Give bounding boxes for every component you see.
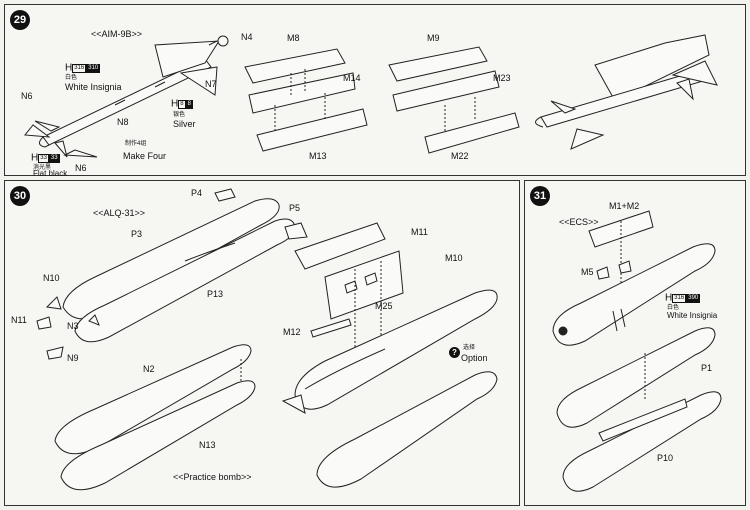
part-label: M25 [375, 301, 393, 311]
part-label: P13 [207, 289, 224, 299]
part-label: M8 [287, 33, 300, 43]
paint-code-alt: 33 [48, 154, 60, 164]
paint-name-zh: 消光黑 [33, 165, 52, 171]
part-label: P3 [131, 229, 143, 239]
part-label: N7 [205, 79, 217, 89]
paint-name: White Insignia [65, 82, 122, 92]
make-four-note: Make Four [123, 151, 167, 161]
part-label: N4 [241, 32, 253, 42]
paint-code-alt: 8 [185, 100, 193, 110]
step-number: 30 [10, 186, 30, 206]
part-label: P5 [289, 203, 301, 213]
paint-code: 8 [178, 100, 186, 110]
step-30-panel: 30 <<ALQ-31>> P4 P5 P3 P13 N10 N11 N3 N9… [4, 180, 520, 506]
paint-code: 316 [672, 294, 687, 304]
option-icon: ? [449, 347, 460, 358]
paint-name: Flat black [33, 169, 68, 178]
part-label: M10 [445, 253, 463, 263]
part-label: M5 [581, 267, 594, 277]
part-label: P4 [191, 188, 203, 198]
option-label: Option [461, 353, 488, 363]
part-label: M22 [451, 151, 469, 161]
part-label: M14 [343, 73, 361, 83]
part-label: N10 [43, 273, 60, 283]
paint-name-zh: 白色 [667, 305, 680, 311]
step-title: <<ALQ-31>> [93, 208, 146, 218]
part-label: N13 [199, 440, 216, 450]
part-label: N3 [67, 321, 79, 331]
step-title: <<AIM-9B>> [91, 29, 143, 39]
paint-code-alt: 310 [86, 64, 101, 74]
part-label: M13 [309, 151, 327, 161]
part-label: M1+M2 [609, 201, 640, 211]
step-29-panel: 29 <<AIM-9B>> N4 N7 N8 N6 N6 M8 M14 M13 … [4, 4, 746, 178]
part-label: M11 [411, 227, 428, 237]
part-label: N2 [143, 364, 155, 374]
part-label: P1 [701, 363, 713, 373]
paint-code-alt: 390 [686, 294, 701, 304]
part-label: M9 [427, 33, 440, 43]
make-four-zh: 制作4组 [125, 141, 147, 147]
step-title: <<ECS>> [559, 217, 599, 227]
aim9b-drawing [24, 34, 718, 158]
part-label: N6 [21, 91, 33, 101]
paint-prefix: H [665, 292, 673, 304]
paint-prefix: H [171, 98, 179, 110]
alq31-drawing [36, 188, 498, 491]
part-label: N6 [75, 163, 87, 173]
part-label: P10 [657, 453, 674, 463]
paint-prefix: H [31, 152, 39, 164]
paint-code: 33 [38, 154, 49, 164]
part-label: N8 [117, 117, 129, 127]
paint-name: White Insignia [667, 311, 718, 320]
step-subtitle: <<Practice bomb>> [173, 472, 252, 482]
part-label: N11 [11, 315, 27, 325]
ecs-drawing [552, 210, 722, 492]
part-label: M12 [283, 327, 301, 337]
paint-name: Silver [173, 119, 196, 129]
option-label-zh: 选择 [463, 345, 476, 351]
step-number: 31 [530, 186, 550, 206]
part-label: M23 [493, 73, 511, 83]
paint-name-zh: 银色 [173, 112, 186, 118]
paint-name-zh: 白色 [65, 75, 78, 81]
paint-code: 316 [72, 64, 87, 74]
paint-prefix: H [65, 62, 73, 74]
step-number: 29 [10, 10, 30, 30]
part-label: N9 [67, 353, 79, 363]
